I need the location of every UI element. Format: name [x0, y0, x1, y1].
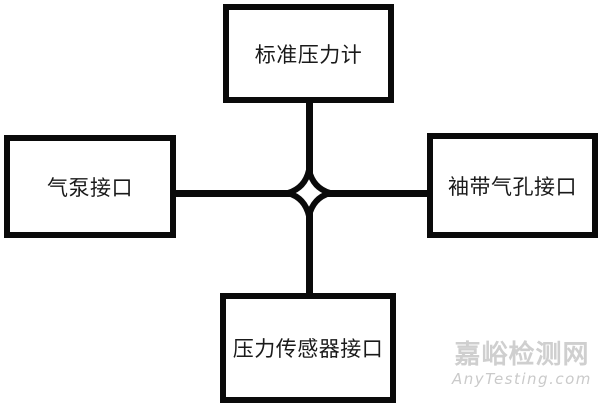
node-cuff-air-port: 袖带气孔接口 [427, 133, 598, 238]
watermark-en: AnyTesting.com [452, 370, 592, 388]
watermark: 嘉峪检测网 AnyTesting.com [452, 340, 592, 388]
node-label: 气泵接口 [47, 175, 133, 200]
connector-top [306, 100, 313, 178]
node-label: 压力传感器接口 [232, 337, 384, 361]
node-label: 标准压力计 [254, 42, 363, 67]
node-air-pump-port: 气泵接口 [4, 135, 176, 238]
connector-left [173, 190, 291, 197]
watermark-cn: 嘉峪检测网 [454, 340, 590, 370]
node-label: 袖带气孔接口 [448, 174, 577, 199]
connector-bottom [306, 210, 313, 296]
connector-right [326, 190, 430, 197]
node-pressure-sensor-port: 压力传感器接口 [220, 293, 396, 403]
node-standard-pressure-gauge: 标准压力计 [223, 4, 394, 103]
